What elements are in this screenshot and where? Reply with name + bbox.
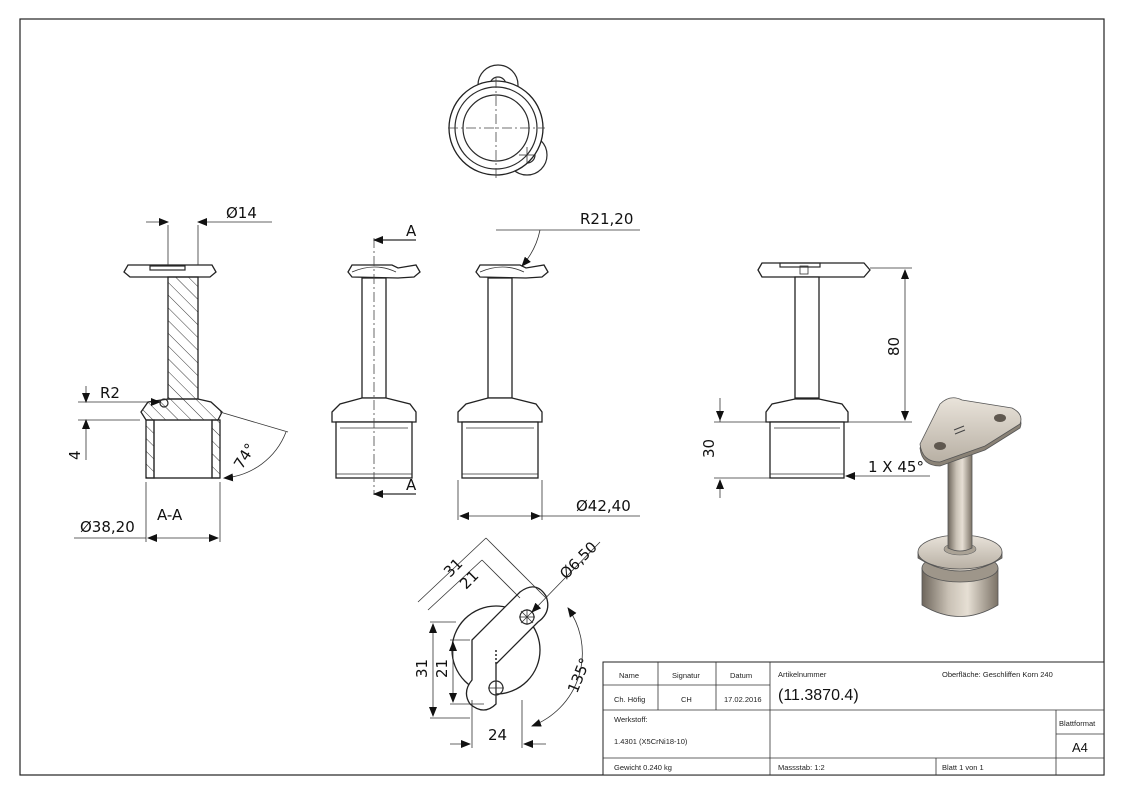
section-mark-bottom: A bbox=[406, 476, 417, 494]
right-elevation-view bbox=[714, 262, 930, 498]
dim-80: 80 bbox=[885, 337, 903, 356]
tb-artikel-number: (11.3870.4) bbox=[778, 687, 859, 704]
dim-d42-40: Ø42,40 bbox=[576, 497, 631, 515]
tb-col-signatur: Signatur bbox=[672, 671, 700, 680]
tb-signatur: CH bbox=[681, 695, 692, 704]
tb-artikel-label: Artikelnummer bbox=[778, 670, 827, 679]
top-view bbox=[448, 64, 548, 178]
tb-gewicht: Gewicht 0.240 kg bbox=[614, 763, 672, 772]
tb-name: Ch. Höfig bbox=[614, 695, 645, 704]
tb-blattformat: A4 bbox=[1072, 740, 1088, 755]
dim-chamfer: 1 X 45° bbox=[868, 458, 924, 476]
tb-werkstoff: 1.4301 (X5CrNi18-10) bbox=[614, 737, 688, 746]
dim-24: 24 bbox=[488, 726, 507, 744]
dim-d14: Ø14 bbox=[226, 204, 257, 222]
tb-oberflaeche: Oberfläche: Geschliffen Korn 240 bbox=[942, 670, 1053, 679]
tb-massstab: Massstab: 1:2 bbox=[778, 763, 825, 772]
dim-angle-74: 74° bbox=[230, 440, 259, 472]
tb-blattformat-label: Blattformat bbox=[1059, 719, 1096, 728]
side-view bbox=[457, 229, 640, 520]
title-block bbox=[602, 661, 1105, 776]
dim-angle-135: 135° bbox=[564, 655, 594, 695]
dim-4: 4 bbox=[66, 450, 84, 460]
dim-d6-50: Ø6,50 bbox=[556, 538, 601, 583]
sheet-border bbox=[19, 18, 1105, 776]
isometric-render bbox=[917, 397, 1022, 617]
tb-col-name: Name bbox=[619, 671, 639, 680]
front-view bbox=[331, 236, 421, 498]
tb-blatt: Blatt 1 von 1 bbox=[942, 763, 984, 772]
tb-col-datum: Datum bbox=[730, 671, 752, 680]
dim-r2: R2 bbox=[100, 384, 120, 402]
section-mark-top: A bbox=[406, 222, 417, 240]
dim-d38-20: Ø38,20 bbox=[80, 518, 135, 536]
dim-21-left: 21 bbox=[433, 659, 451, 678]
tb-datum: 17.02.2016 bbox=[724, 695, 762, 704]
section-label-a-a: A-A bbox=[157, 506, 183, 524]
tb-werkstoff-label: Werkstoff: bbox=[614, 715, 647, 724]
dim-r21-20: R21,20 bbox=[580, 210, 633, 228]
dim-31-left: 31 bbox=[413, 659, 431, 678]
plate-detail-view bbox=[417, 537, 601, 748]
dim-30: 30 bbox=[700, 439, 718, 458]
section-view-a-a bbox=[74, 218, 289, 542]
